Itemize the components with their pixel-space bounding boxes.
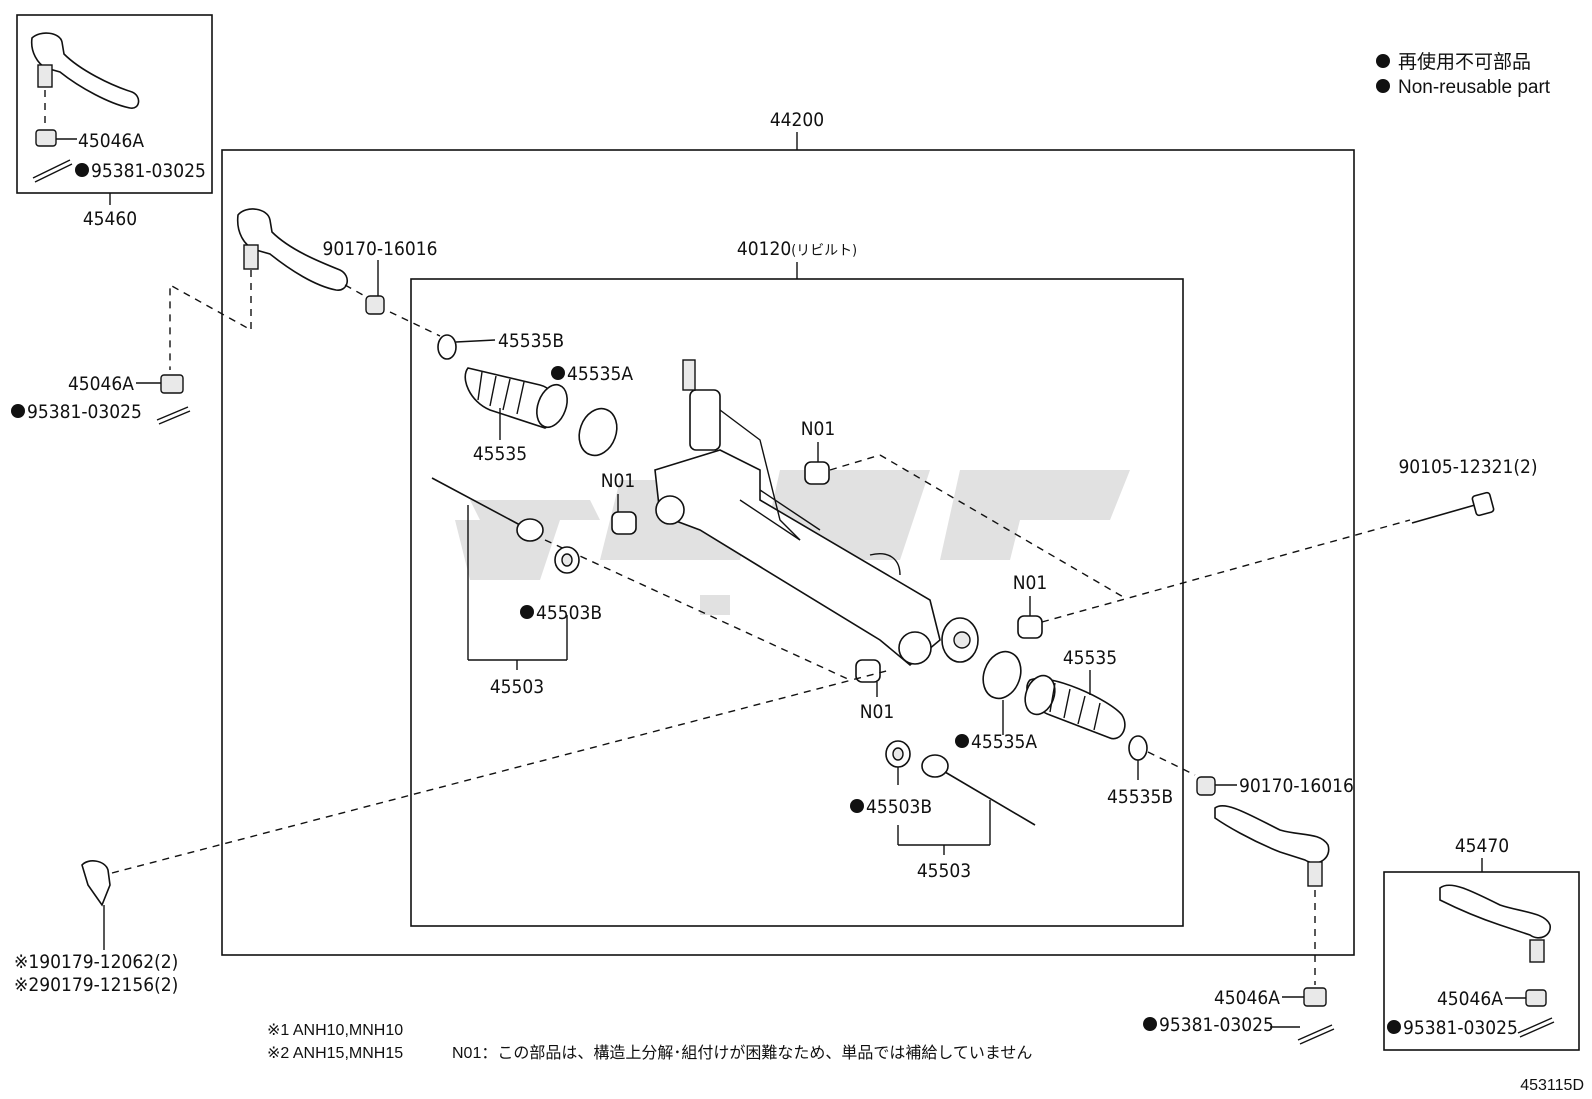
label-nut-kit-right: 45046A — [1437, 988, 1503, 1010]
steering-rack-housing — [654, 359, 979, 667]
label-n01-left: N01 — [601, 470, 636, 492]
nut-90170-upper: 90170-16016 — [323, 238, 441, 337]
note-n01: N01：この部品は、構造上分解･組付けが困難なため、単品では補給していません — [452, 1044, 1032, 1062]
label-nut-right: 45046A — [1214, 987, 1280, 1009]
label-nut-left: 45046A — [68, 373, 134, 395]
label-clamp-a-lower: 45535A — [971, 731, 1037, 753]
label-boot-upper: 45535 — [473, 443, 527, 465]
label-pin-left: 95381-03025 — [27, 401, 142, 423]
nut-icon — [160, 374, 184, 394]
label-pin-right: 95381-03025 — [1159, 1014, 1274, 1036]
legend: 再使用不可部品 Non-reusable part — [1376, 51, 1551, 98]
kit-45470: 45470 45046A 95381-03025 — [1383, 835, 1580, 1051]
label-n01-right: N01 — [1013, 572, 1048, 594]
left-tie-rod-end: 45046A 95381-03025 — [11, 208, 373, 425]
washer-45503b-upper: 45503B — [520, 546, 602, 624]
label-40120: 40120(リビルト) — [737, 238, 857, 260]
boot-45535-upper: 45535 — [464, 367, 568, 465]
right-tie-rod-end: 90170-16016 45046A 95381-03025 — [1143, 775, 1354, 1045]
nut-icon — [1303, 987, 1327, 1007]
label-bolt: 90105-12321(2) — [1398, 456, 1537, 478]
boot-45535-lower: 45535 — [1024, 647, 1126, 740]
cotter-pin-icon — [32, 159, 73, 183]
assembly-box-40120 — [410, 278, 1184, 927]
label-clamp-b-lower: 45535B — [1107, 786, 1173, 808]
legend-jp: 再使用不可部品 — [1398, 51, 1531, 73]
label-44200: 44200 — [770, 109, 824, 131]
figure-id: 453115D — [1520, 1077, 1584, 1094]
bushing-n01-right: N01 — [1013, 572, 1048, 639]
clamp-45535a-upper: 45535A — [551, 363, 633, 457]
washer-45503b-lower: 45503B — [850, 740, 932, 818]
label-washer-lower: 45503B — [866, 796, 932, 818]
label-45470: 45470 — [1455, 835, 1509, 857]
label-pin-kit-left: 95381-03025 — [91, 160, 206, 182]
label-n01-top: N01 — [801, 418, 836, 440]
note-model-2: ※2 ANH15,MNH15 — [267, 1045, 403, 1062]
label-45460: 45460 — [83, 208, 137, 230]
label-n01-bottom: N01 — [860, 701, 895, 723]
label-nut-kit-left: 45046A — [78, 130, 144, 152]
label-bracket-1: ※190179-12062(2) — [14, 951, 178, 973]
tie-rod-45503-lower: 45503 — [897, 754, 1036, 882]
tie-rod-end-icon — [1439, 884, 1551, 939]
bushing-n01-top: N01 — [801, 418, 1126, 599]
label-washer-upper: 45503B — [536, 602, 602, 624]
clamp-45535b-upper: 45535B — [437, 330, 564, 360]
assembly-box-44200 — [221, 149, 1355, 956]
clamp-45535a-lower: 45535A — [955, 650, 1037, 753]
label-bracket-2: ※290179-12156(2) — [14, 974, 178, 996]
label-boot-lower: 45535 — [1063, 647, 1117, 669]
label-tierod-lower: 45503 — [917, 860, 971, 882]
bushing-n01-bottom: N01 — [855, 659, 895, 723]
legend-en: Non-reusable part — [1398, 77, 1551, 98]
bushing-n01-left: N01 — [601, 470, 637, 535]
kit-45460: 45046A 95381-03025 45460 — [16, 14, 213, 230]
label-nut-side-lower: 90170-16016 — [1239, 775, 1354, 797]
clamp-45535b-lower: 45535B — [1107, 735, 1196, 808]
label-pin-kit-right: 95381-03025 — [1403, 1017, 1518, 1039]
bolt-90105: 90105-12321(2) — [1398, 456, 1538, 524]
note-model-1: ※1 ANH10,MNH10 — [267, 1022, 403, 1039]
label-clamp-b-upper: 45535B — [498, 330, 564, 352]
label-clamp-a-upper: 45535A — [567, 363, 633, 385]
label-tierod-upper: 45503 — [490, 676, 544, 698]
tie-rod-45503-upper: 45503 — [431, 477, 851, 698]
label-nut-side-upper: 90170-16016 — [323, 238, 438, 260]
bracket-90179: ※190179-12062(2) ※290179-12156(2) — [14, 860, 178, 996]
nut-icon — [35, 129, 57, 147]
nut-icon — [1525, 989, 1547, 1007]
